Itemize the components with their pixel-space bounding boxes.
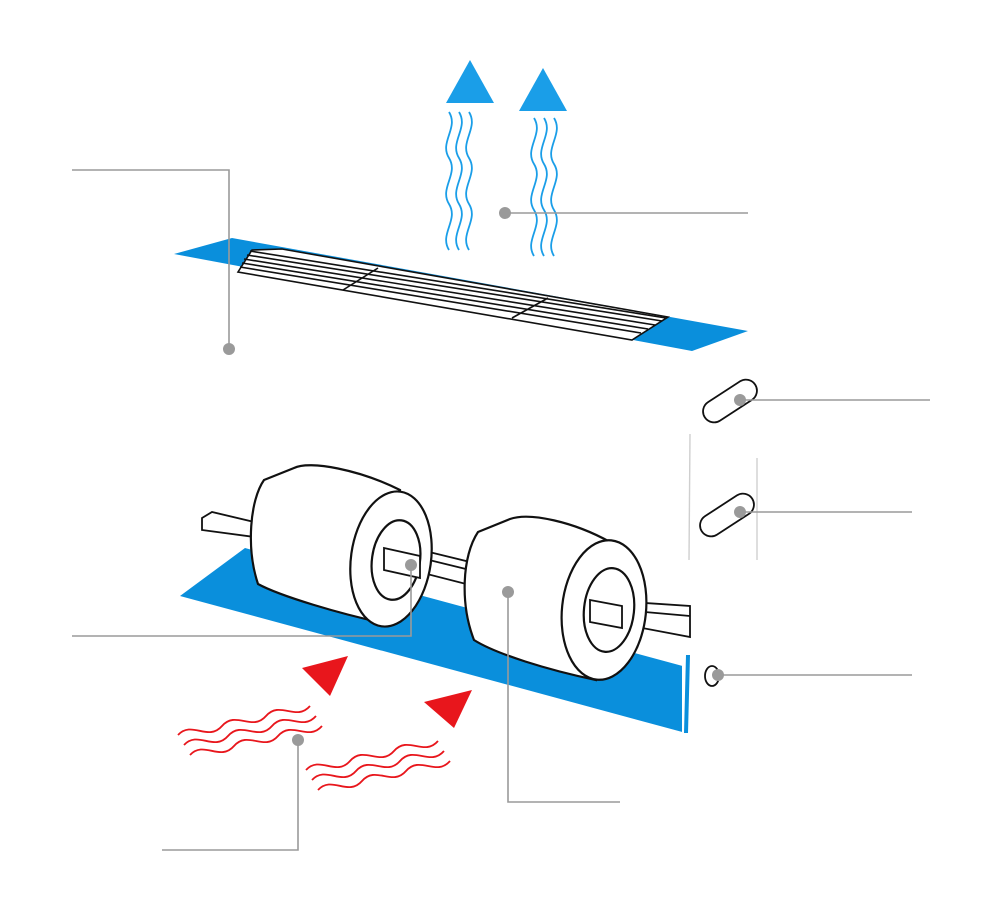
callout-shaft [72,565,412,637]
cool-air-arrow-left [446,60,494,103]
dot-lower-slot [734,506,746,518]
dot-drum [502,586,514,598]
callouts [72,169,930,851]
dot-shaft [405,559,417,571]
top-outlet-grille [174,238,748,351]
callout-warm-air [162,740,299,851]
grille-slats [236,248,671,341]
cool-air-arrow-right [519,68,567,111]
dot-round-port [712,669,724,681]
dot-cool-air [499,207,511,219]
callout-drum [507,592,620,803]
warm-air-arrow-right [424,690,472,728]
warm-air-arrow-left [302,656,348,696]
callout-dots [223,207,746,746]
side-panel-slot-upper [702,378,758,424]
shaft-through-drums [383,546,623,630]
dot-upper-slot [734,394,746,406]
dot-grille [223,343,235,355]
warm-air-inflow [177,705,451,791]
housing-edge [688,433,758,561]
side-panel-slot-lower [699,492,755,538]
dot-warm-air [292,734,304,746]
callout-grille [72,169,230,349]
cool-air-outflow [445,111,558,257]
